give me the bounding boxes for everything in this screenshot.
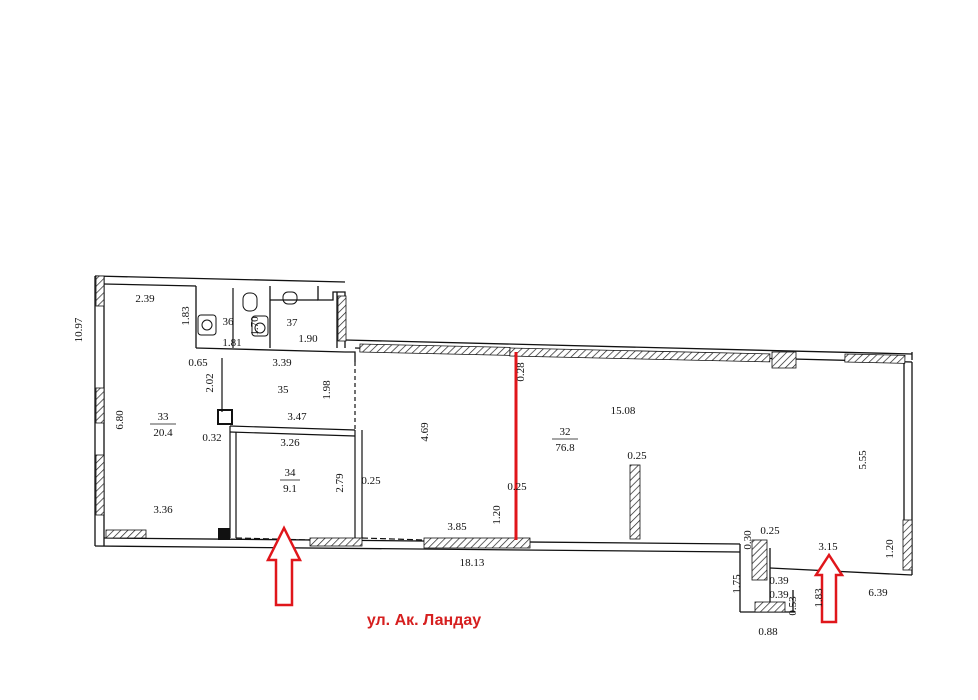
dim-1-83-b: 1.83	[813, 588, 825, 608]
dim-3-47: 3.47	[287, 411, 307, 423]
dim-1-75: 1.75	[731, 574, 743, 594]
entrance-arrow-right	[813, 552, 845, 624]
dim-2-02: 2.02	[204, 373, 216, 392]
hatched-walls	[95, 275, 913, 613]
dim-3-36: 3.36	[153, 504, 173, 516]
entrance-arrow-left	[265, 525, 303, 607]
dim-3-85: 3.85	[447, 521, 467, 533]
dim-6-80: 6.80	[114, 410, 126, 430]
dim-5-55: 5.55	[857, 450, 869, 470]
dim-0-25-a: 0.25	[361, 475, 381, 487]
dim-0-32: 0.32	[202, 432, 221, 444]
pillars	[217, 409, 233, 540]
room-33-number: 33	[158, 411, 170, 423]
street-label: ул. Ак. Ландау	[367, 612, 481, 629]
room-32-number: 32	[560, 426, 571, 438]
dim-0-30: 0.30	[742, 530, 754, 550]
dim-18-13: 18.13	[460, 557, 485, 569]
dim-10-97: 10.97	[73, 317, 85, 342]
dim-0-88: 0.88	[758, 626, 778, 638]
dim-1-70: 1.70	[249, 316, 261, 336]
dim-0-53: 0.53	[787, 596, 799, 616]
sanitary-fixtures	[197, 291, 298, 337]
room-32-area: 76.8	[555, 442, 575, 454]
dim-1-81: 1.81	[222, 337, 241, 349]
walls	[94, 275, 913, 613]
dim-4-69: 4.69	[419, 422, 431, 442]
dim-1-98: 1.98	[321, 380, 333, 400]
room-35-number: 35	[278, 384, 290, 396]
dim-0-25-c: 0.25	[507, 481, 527, 493]
dim-0-39: 0.39	[769, 575, 789, 587]
dim-0-28: 0.28	[515, 362, 527, 382]
room-36-number: 36	[223, 316, 235, 328]
room-33-area: 20.4	[153, 427, 173, 439]
dim-0-39-b: 0.39	[769, 589, 789, 601]
dim-0-65: 0.65	[188, 357, 208, 369]
dimension-labels: 10.97 2.39 1.83 1.70 1.81 1.90 0.65 3.39…	[73, 293, 896, 638]
dim-3-15: 3.15	[818, 541, 838, 553]
dim-1-20-a: 1.20	[491, 505, 503, 525]
dim-2-39: 2.39	[135, 293, 155, 305]
room-34-number: 34	[285, 467, 297, 479]
dim-0-25-d: 0.25	[760, 525, 780, 537]
dim-15-08: 15.08	[611, 405, 636, 417]
dim-6-39: 6.39	[868, 587, 888, 599]
dim-1-90: 1.90	[298, 333, 318, 345]
dim-3-26: 3.26	[280, 437, 300, 449]
dim-1-20-b: 1.20	[884, 539, 896, 559]
dim-3-39: 3.39	[272, 357, 292, 369]
room-34-area: 9.1	[283, 483, 297, 495]
room-37-number: 37	[287, 317, 299, 329]
room-labels: 33 20.4 34 9.1 32 76.8 35 36 37	[150, 316, 578, 495]
dim-1-83: 1.83	[180, 306, 192, 326]
dim-2-79: 2.79	[334, 473, 346, 493]
partitions	[221, 288, 425, 541]
dim-0-25-b: 0.25	[627, 450, 647, 462]
